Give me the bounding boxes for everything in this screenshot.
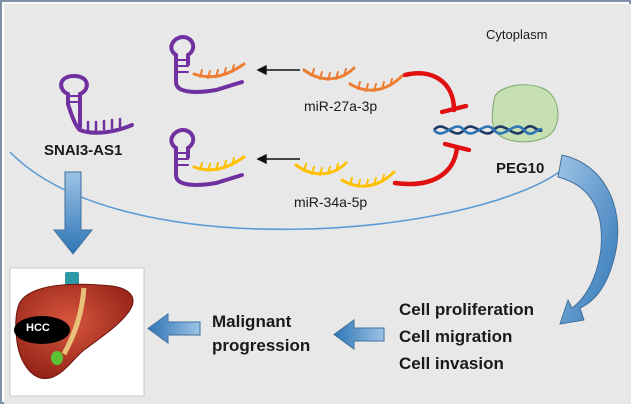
target-gene-label: PEG10 (496, 160, 545, 177)
cytoplasm-label: Cytoplasm (486, 27, 548, 42)
inhibition-arrows (392, 71, 472, 187)
mirna-strand-icon (302, 66, 404, 92)
hairpin-rna-icon (59, 73, 134, 135)
dna-helix-icon (433, 125, 543, 135)
flow-arrow-left (147, 313, 201, 344)
liver-icon (14, 272, 134, 379)
mirna-bottom-label: miR-34a-5p (294, 194, 368, 210)
phenotype-list: Cell proliferation Cell migration Cell i… (399, 296, 534, 377)
sponged-complex-bottom (169, 127, 246, 187)
lncrna-label: SNAI3-AS1 (44, 142, 123, 159)
sponged-complex-top (169, 34, 246, 94)
mirna-top-label: miR-27a-3p (304, 98, 378, 114)
organ-badge-label: HCC (26, 322, 50, 334)
mirna-strand-icon (294, 161, 396, 188)
flow-arrow-curved (557, 154, 619, 325)
flow-arrow-down (52, 171, 94, 255)
phenotype-item: Cell proliferation (399, 300, 535, 319)
protein-blob-icon (491, 84, 559, 143)
sequestration-arrows (256, 64, 300, 165)
phenotype-item: Cell migration (399, 327, 513, 346)
outcome-label: Malignant progression (212, 312, 311, 355)
phenotype-item: Cell invasion (399, 354, 504, 373)
flow-arrow-left (333, 319, 385, 350)
